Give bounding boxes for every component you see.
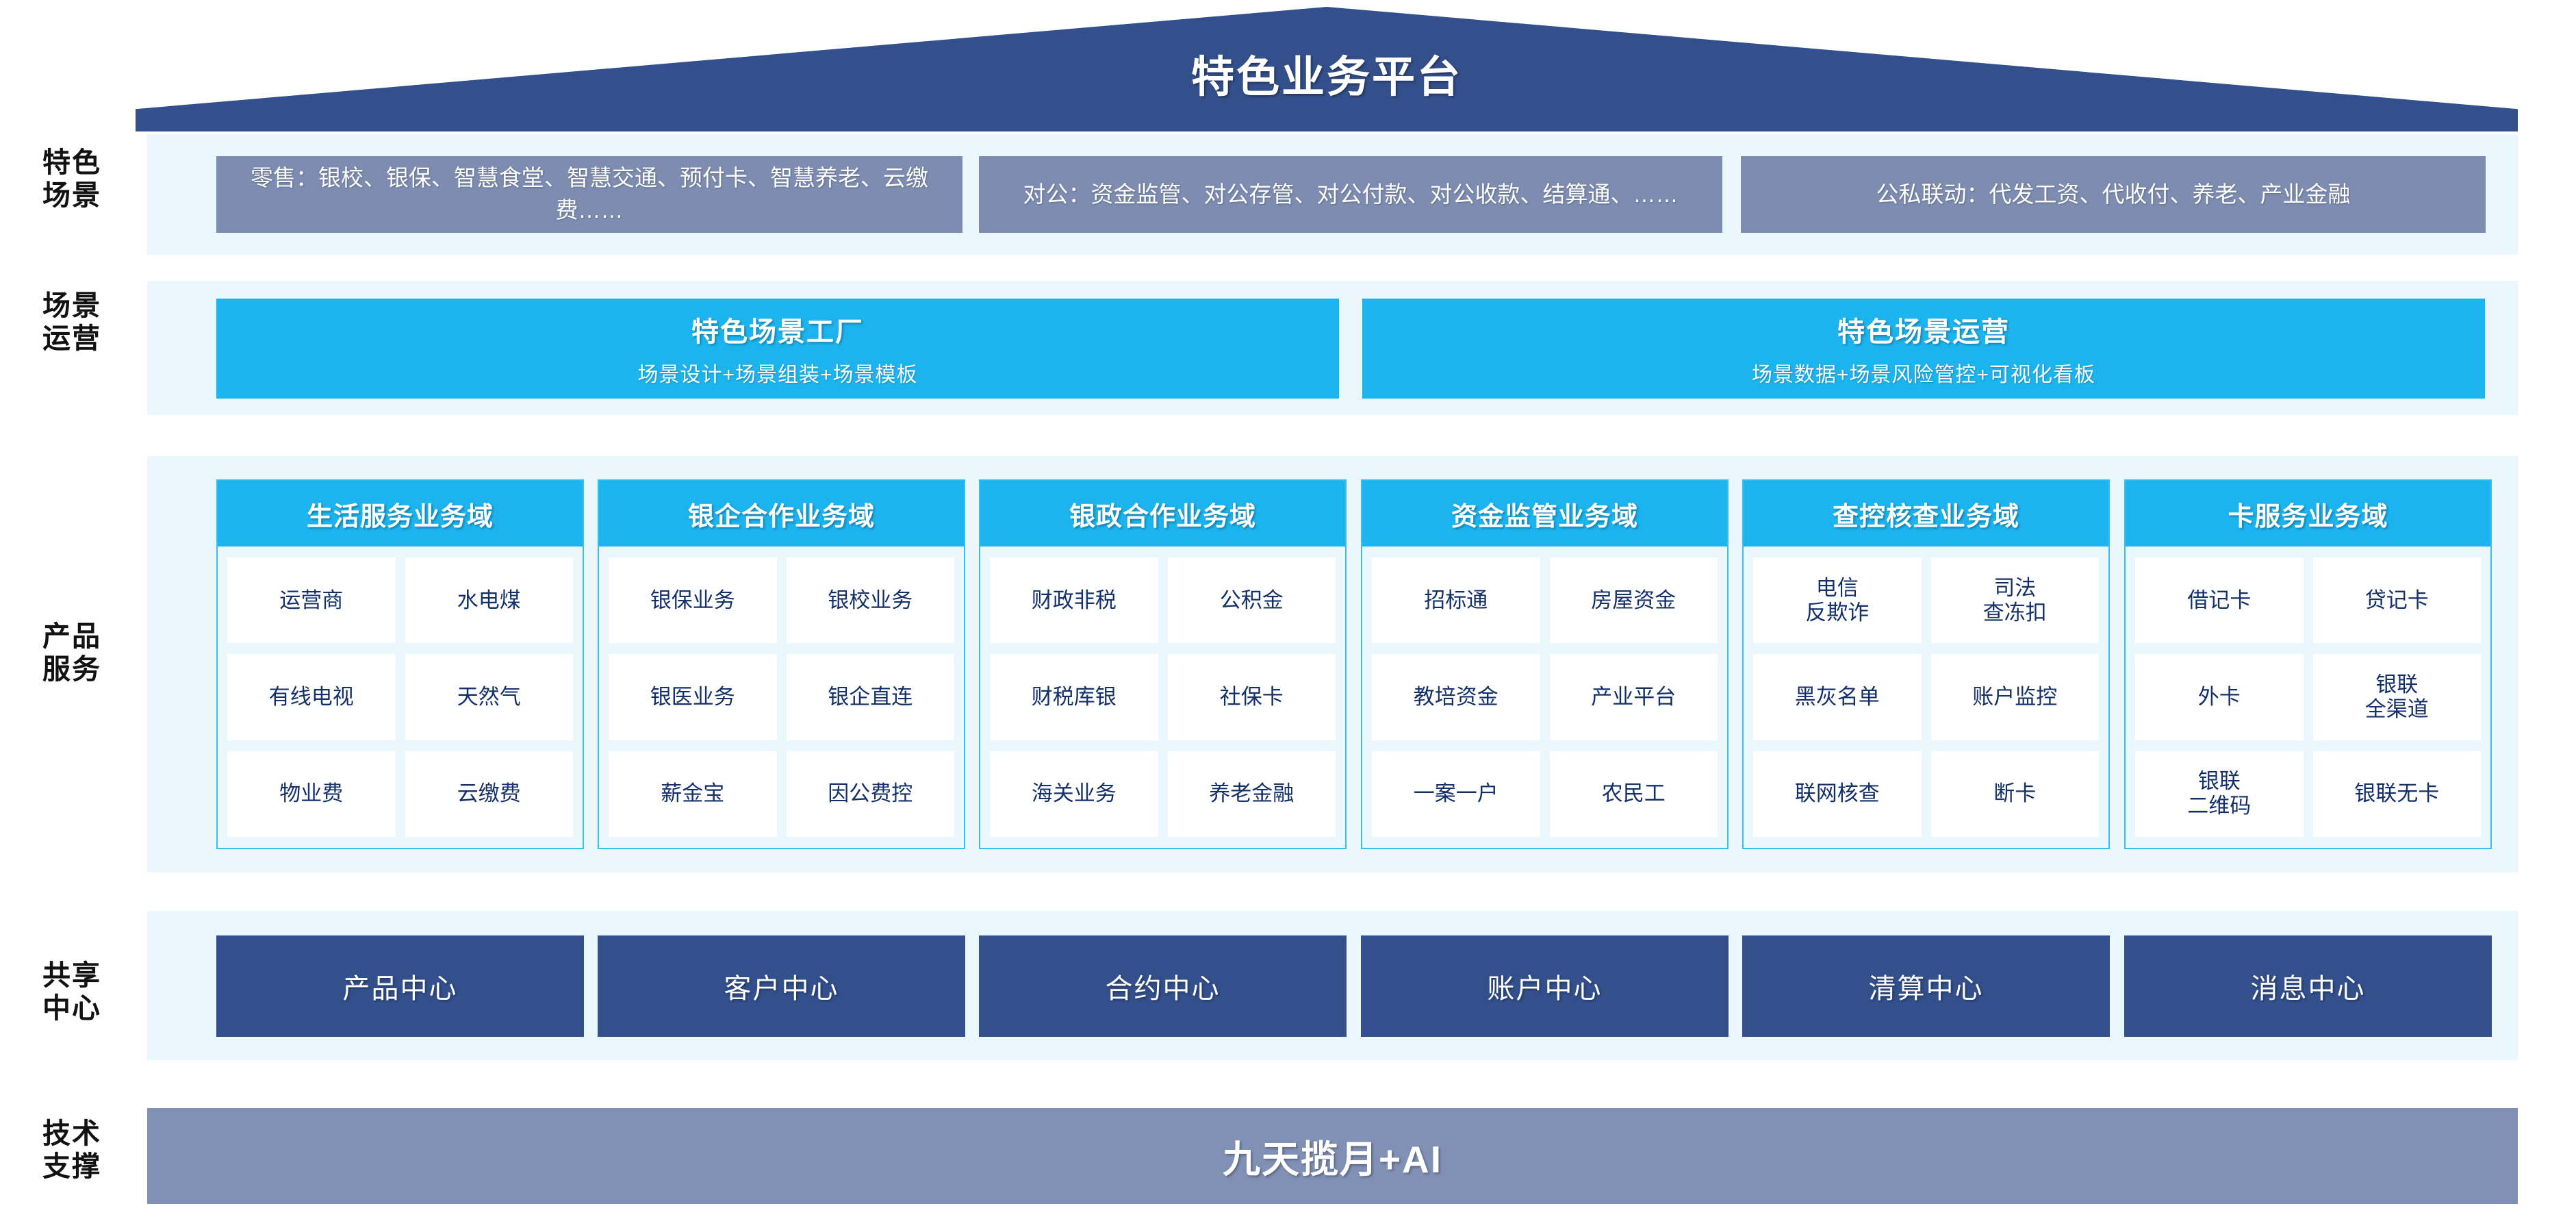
domain-item[interactable]: 水电煤 xyxy=(405,557,573,644)
domain-column-bank-enterprise[interactable]: 银企合作业务域 银保业务 银校业务 银医业务 银企直连 薪金宝 因公费控 xyxy=(598,479,965,849)
domain-item[interactable]: 外卡 xyxy=(2135,654,2304,740)
center-box-product[interactable]: 产品中心 xyxy=(216,935,584,1037)
domain-item[interactable]: 薪金宝 xyxy=(609,751,777,837)
scenario-linkage-text: 公私联动：代发工资、代收付、养老、产业金融 xyxy=(1876,181,2351,207)
domain-item[interactable]: 海关业务 xyxy=(990,751,1158,837)
center-box-contract[interactable]: 合约中心 xyxy=(979,935,1347,1037)
domain-item[interactable]: 财政非税 xyxy=(990,557,1158,644)
domain-items-bank-enterprise: 银保业务 银校业务 银医业务 银企直连 薪金宝 因公费控 xyxy=(599,546,964,848)
domain-item[interactable]: 电信 反欺诈 xyxy=(1753,557,1922,644)
row-label-operation-line1: 场景 xyxy=(42,290,101,321)
platform-roof-banner: 特色业务平台 xyxy=(136,7,2518,131)
row-label-operation: 场景 运营 xyxy=(14,289,130,355)
domain-column-fund-supervision[interactable]: 资金监管业务域 招标通 房屋资金 教培资金 产业平台 一案一户 农民工 xyxy=(1361,479,1729,849)
scenario-corporate-text: 对公：资金监管、对公存管、对公付款、对公收款、结算通、…… xyxy=(1023,181,1679,207)
operation-factory-subtitle: 场景设计+场景组装+场景模板 xyxy=(637,364,918,386)
domain-item[interactable]: 运营商 xyxy=(227,557,396,644)
center-label: 合约中心 xyxy=(1105,974,1221,1004)
domain-item[interactable]: 银医业务 xyxy=(609,654,777,740)
operation-factory-title: 特色场景工厂 xyxy=(691,317,864,347)
domain-item[interactable]: 财税库银 xyxy=(990,654,1158,740)
tech-support-label: 九天揽月+AI xyxy=(1222,1138,1443,1181)
domain-items-fund-supervision: 招标通 房屋资金 教培资金 产业平台 一案一户 农民工 xyxy=(1362,546,1727,848)
domain-title-bank-government: 银政合作业务域 xyxy=(980,481,1345,546)
domain-item[interactable]: 物业费 xyxy=(227,751,396,837)
domain-title-life-service: 生活服务业务域 xyxy=(218,481,583,546)
domain-column-bank-government[interactable]: 银政合作业务域 财政非税 公积金 财税库银 社保卡 海关业务 养老金融 xyxy=(979,479,1347,849)
domain-item[interactable]: 有线电视 xyxy=(227,654,396,740)
center-box-settlement[interactable]: 清算中心 xyxy=(1742,935,2110,1037)
operation-operations-subtitle: 场景数据+场景风险管控+可视化看板 xyxy=(1751,364,2096,386)
page-title: 特色业务平台 xyxy=(1191,53,1462,101)
scenario-retail-text: 零售：银校、银保、智慧食堂、智慧交通、预付卡、智慧养老、云缴费…… xyxy=(251,165,928,223)
row-label-shared-center-line2: 中心 xyxy=(42,992,101,1024)
domain-item[interactable]: 农民工 xyxy=(1549,751,1718,837)
domain-item[interactable]: 因公费控 xyxy=(786,751,954,837)
center-label: 消息中心 xyxy=(2250,974,2366,1004)
domain-item[interactable]: 天然气 xyxy=(405,654,573,740)
domain-item[interactable]: 一案一户 xyxy=(1372,751,1540,837)
domain-items-investigation-control: 电信 反欺诈 司法 查冻扣 黑灰名单 账户监控 联网核查 断卡 xyxy=(1744,546,2108,848)
center-label: 产品中心 xyxy=(342,974,458,1004)
domain-item[interactable]: 银联无卡 xyxy=(2312,751,2481,837)
scenario-box-linkage[interactable]: 公私联动：代发工资、代收付、养老、产业金融 xyxy=(1741,156,2486,233)
domain-item[interactable]: 教培资金 xyxy=(1372,654,1540,740)
center-label: 客户中心 xyxy=(724,974,839,1004)
row-label-tech-support-line2: 支撑 xyxy=(42,1151,101,1183)
domain-item[interactable]: 社保卡 xyxy=(1167,654,1336,740)
domain-items-card-service: 借记卡 贷记卡 外卡 银联 全渠道 银联 二维码 银联无卡 xyxy=(2126,546,2490,848)
domain-item[interactable]: 招标通 xyxy=(1372,557,1540,644)
domain-item[interactable]: 司法 查冻扣 xyxy=(1930,557,2099,644)
row-label-scenario: 特色 场景 xyxy=(14,146,130,212)
operation-box-operations[interactable]: 特色场景运营 场景数据+场景风险管控+可视化看板 xyxy=(1362,299,2485,399)
operation-box-factory[interactable]: 特色场景工厂 场景设计+场景组装+场景模板 xyxy=(216,299,1339,399)
domain-title-bank-enterprise: 银企合作业务域 xyxy=(599,481,964,546)
domain-item[interactable]: 银保业务 xyxy=(609,557,777,644)
domain-item[interactable]: 云缴费 xyxy=(405,751,573,837)
domain-column-investigation-control[interactable]: 查控核查业务域 电信 反欺诈 司法 查冻扣 黑灰名单 账户监控 联网核查 断卡 xyxy=(1742,479,2110,849)
center-box-customer[interactable]: 客户中心 xyxy=(598,935,965,1037)
center-label: 清算中心 xyxy=(1868,974,1984,1004)
domain-item[interactable]: 黑灰名单 xyxy=(1753,654,1922,740)
domain-item[interactable]: 银校业务 xyxy=(786,557,954,644)
domain-item[interactable]: 银企直连 xyxy=(786,654,954,740)
row-label-product-line2: 服务 xyxy=(42,653,101,686)
tech-support-bar[interactable]: 九天揽月+AI xyxy=(147,1108,2518,1204)
center-box-account[interactable]: 账户中心 xyxy=(1361,935,1729,1037)
domain-item[interactable]: 公积金 xyxy=(1167,557,1336,644)
domain-item[interactable]: 银联 全渠道 xyxy=(2312,654,2481,740)
row-label-product: 产品 服务 xyxy=(14,620,130,686)
domain-item[interactable]: 产业平台 xyxy=(1549,654,1718,740)
domain-item[interactable]: 联网核查 xyxy=(1753,751,1922,837)
domain-item[interactable]: 贷记卡 xyxy=(2312,557,2481,644)
domain-item[interactable]: 银联 二维码 xyxy=(2135,751,2304,837)
domain-items-bank-government: 财政非税 公积金 财税库银 社保卡 海关业务 养老金融 xyxy=(980,546,1345,848)
row-label-product-line1: 产品 xyxy=(42,620,101,652)
row-label-tech-support: 技术 支撑 xyxy=(14,1117,130,1183)
row-label-tech-support-line1: 技术 xyxy=(42,1118,101,1149)
domain-item[interactable]: 养老金融 xyxy=(1167,751,1336,837)
row-label-shared-center-line1: 共享 xyxy=(42,959,101,991)
row-label-shared-center: 共享 中心 xyxy=(14,959,130,1025)
center-box-message[interactable]: 消息中心 xyxy=(2124,935,2492,1037)
domain-column-life-service[interactable]: 生活服务业务域 运营商 水电煤 有线电视 天然气 物业费 云缴费 xyxy=(216,479,584,849)
domain-title-fund-supervision: 资金监管业务域 xyxy=(1362,481,1727,546)
row-label-operation-line2: 运营 xyxy=(42,323,101,355)
operation-operations-title: 特色场景运营 xyxy=(1837,317,2010,347)
domain-title-investigation-control: 查控核查业务域 xyxy=(1744,481,2108,546)
row-label-scenario-line1: 特色 xyxy=(42,147,101,178)
domain-items-life-service: 运营商 水电煤 有线电视 天然气 物业费 云缴费 xyxy=(218,546,583,848)
domain-item[interactable]: 借记卡 xyxy=(2135,557,2304,644)
domain-title-card-service: 卡服务业务域 xyxy=(2126,481,2490,546)
domain-column-card-service[interactable]: 卡服务业务域 借记卡 贷记卡 外卡 银联 全渠道 银联 二维码 银联无卡 xyxy=(2124,479,2492,849)
domain-item[interactable]: 账户监控 xyxy=(1930,654,2099,740)
scenario-box-retail[interactable]: 零售：银校、银保、智慧食堂、智慧交通、预付卡、智慧养老、云缴费…… xyxy=(216,156,962,233)
domain-item[interactable]: 房屋资金 xyxy=(1549,557,1718,644)
center-label: 账户中心 xyxy=(1487,974,1603,1004)
domain-item[interactable]: 断卡 xyxy=(1930,751,2099,837)
row-label-scenario-line2: 场景 xyxy=(42,179,101,212)
scenario-box-corporate[interactable]: 对公：资金监管、对公存管、对公付款、对公收款、结算通、…… xyxy=(979,156,1722,233)
